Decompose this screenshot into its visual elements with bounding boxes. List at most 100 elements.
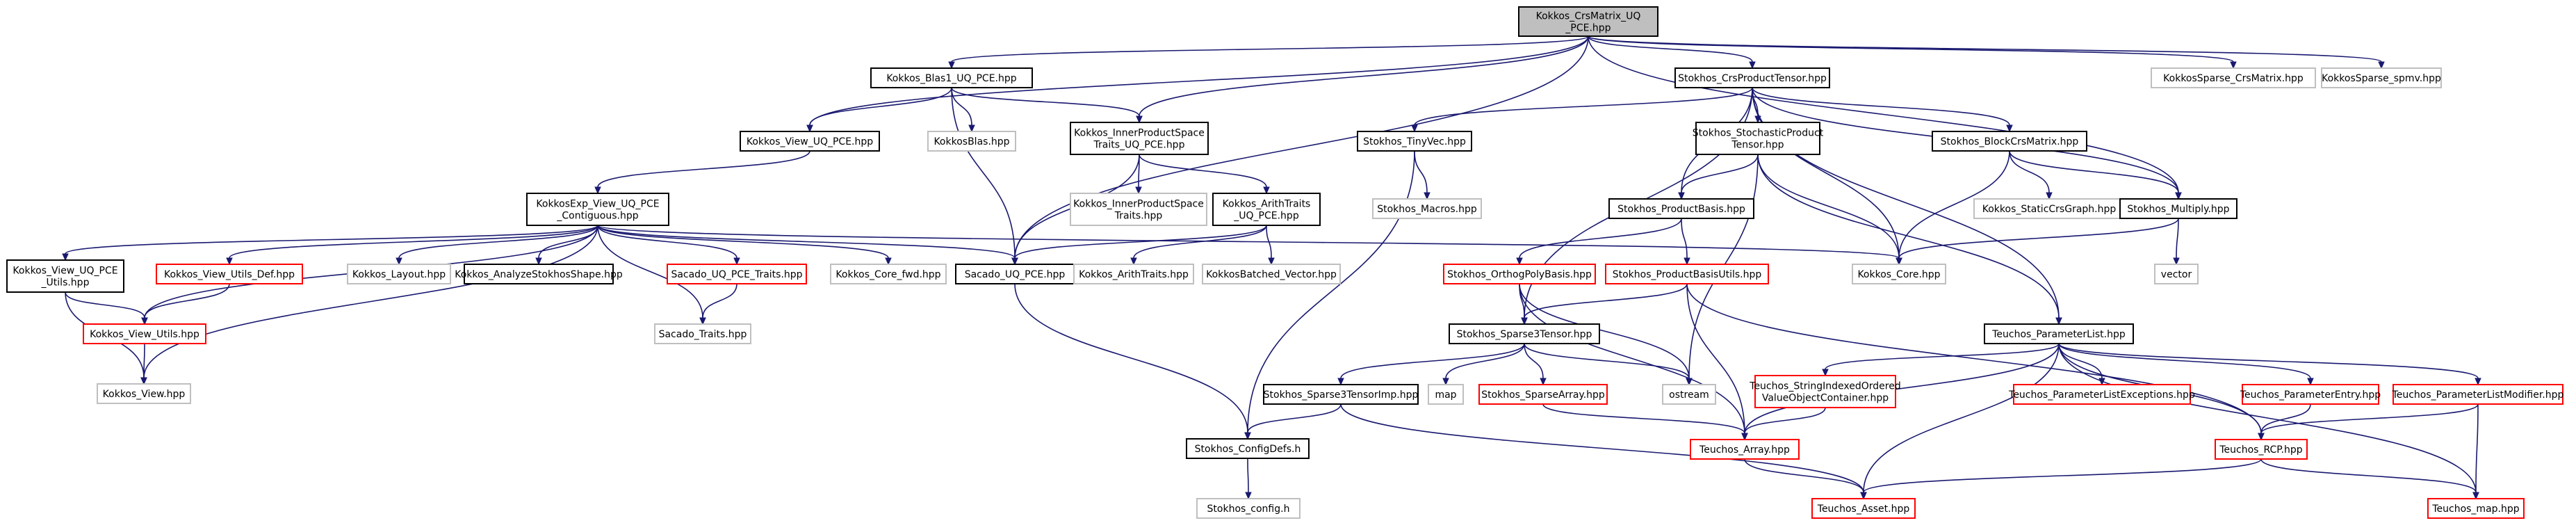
edge-rcp-to-tasset [1860,458,2262,500]
node-label: Stokhos_OrthogPolyBasis.hpp [1447,269,1592,280]
node-root[interactable]: Kokkos_CrsMatrix_UQ_PCE.hpp [1518,6,1658,37]
node-box [1428,384,1464,405]
node-stconfig[interactable]: Stokhos_config.h [1196,498,1301,519]
node-box [526,193,669,226]
node-exp-view[interactable]: KokkosExp_View_UQ_PCE_Contiguous.hpp [526,193,669,226]
dependency-nodes: Kokkos_CrsMatrix_UQ_PCE.hppKokkos_Blas1_… [6,6,2564,519]
node-view-utils[interactable]: Kokkos_View_Utils.hpp [83,323,206,344]
node-label: Kokkos_View_UQ_PCE.hpp [747,136,873,147]
node-kokkosblas[interactable]: KokkosBlas.hpp [927,131,1016,152]
node-box [1372,198,1482,219]
node-prodbasisutils[interactable]: Stokhos_ProductBasisUtils.hpp [1605,264,1769,284]
node-paramentry[interactable]: Teuchos_ParameterEntry.hpp [2240,384,2381,405]
edge-plmodifier-to-rcp [2258,403,2479,441]
node-box [1357,131,1472,152]
node-sacado-traits-uq[interactable]: Sacado_UQ_PCE_Traits.hpp [667,264,807,284]
node-blas1[interactable]: Kokkos_Blas1_UQ_PCE.hpp [870,67,1033,88]
node-plexcept[interactable]: Teuchos_ParameterListExceptions.hpp [2008,384,2195,405]
node-tinyvec[interactable]: Stokhos_TinyVec.hpp [1357,131,1472,152]
node-rcp[interactable]: Teuchos_RCP.hpp [2215,439,2308,460]
node-prodbasis[interactable]: Stokhos_ProductBasis.hpp [1608,198,1754,219]
node-view-utils-h[interactable]: Kokkos_View_UQ_PCE_Utils.hpp [6,259,124,293]
node-label: _Utils.hpp [41,277,90,289]
edge-root-to-ks-spmv [1588,35,2385,70]
node-label: Stokhos_BlockCrsMatrix.hpp [1941,136,2079,147]
node-box [1186,438,1310,459]
node-sparse3[interactable]: Stokhos_Sparse3Tensor.hpp [1449,323,1600,344]
edge-paramlist-to-strindexed [1822,343,2060,377]
edge-exp-view-to-view [140,225,598,385]
node-box [347,264,451,284]
node-macros[interactable]: Stokhos_Macros.hpp [1372,198,1482,219]
node-arith-uq[interactable]: Kokkos_ArithTraits_UQ_PCE.hpp [1212,193,1321,226]
node-multiply[interactable]: Stokhos_Multiply.hpp [2119,198,2237,219]
node-sparse3imp[interactable]: Stokhos_Sparse3TensorImp.hpp [1263,384,1419,405]
edge-crsprod-to-blockcrs [1752,87,2013,133]
node-label: Tensor.hpp [1731,140,1784,151]
node-box [1449,323,1600,344]
node-label: Teuchos_RCP.hpp [2219,444,2302,456]
node-strindexed[interactable]: Teuchos_StringIndexedOrderedValueObjectC… [1749,375,1901,408]
node-box [156,264,303,284]
edge-sparse3imp-to-configdefs [1244,403,1342,440]
edge-stoch-prod-to-paramlist [1757,154,2062,325]
node-box [2427,498,2525,519]
node-plmodifier[interactable]: Teuchos_ParameterListModifier.hpp [2392,384,2564,405]
node-label: Stokhos_CrsProductTensor.hpp [1678,73,1827,84]
node-ostream[interactable]: ostream [1662,384,1716,405]
node-tarray[interactable]: Teuchos_Array.hpp [1690,439,1800,460]
node-box [1518,6,1658,37]
node-core-fwd[interactable]: Kokkos_Core_fwd.hpp [830,264,947,284]
edge-view-utils-h-to-view-utils [65,291,148,325]
node-sacado-uq[interactable]: Sacado_UQ_PCE.hpp [955,264,1075,284]
node-core[interactable]: Kokkos_Core.hpp [1852,264,1946,284]
node-ks-crsmatrix[interactable]: KokkosSparse_CrsMatrix.hpp [2151,67,2316,88]
node-box [2151,67,2316,88]
node-map[interactable]: map [1428,384,1464,405]
node-box [667,264,807,284]
node-box [740,131,880,152]
node-box [1202,264,1341,284]
edge-exp-view-to-layout [396,225,598,266]
node-tasset[interactable]: Teuchos_Asset.hpp [1811,498,1916,519]
node-box [1443,264,1596,284]
edge-sparse3-to-sparsearray [1524,343,1547,386]
node-label: KokkosExp_View_UQ_PCE [536,199,659,210]
node-layout[interactable]: Kokkos_Layout.hpp [347,264,451,284]
node-analyze[interactable]: Kokkos_AnalyzeStokhosShape.hpp [455,264,623,284]
node-view-utils-def[interactable]: Kokkos_View_Utils_Def.hpp [156,264,303,284]
node-paramlist[interactable]: Teuchos_ParameterList.hpp [1984,323,2134,344]
node-box [1690,439,1800,460]
edge-tinyvec-to-macros [1414,150,1430,200]
node-sparsearray[interactable]: Stokhos_SparseArray.hpp [1478,384,1608,405]
node-sacado-traits[interactable]: Sacado_Traits.hpp [654,323,751,344]
edge-ips-traits-uq-to-arith-uq [1139,154,1270,195]
node-ks-spmv[interactable]: KokkosSparse_spmv.hpp [2321,67,2442,88]
node-label: _PCE.hpp [1565,23,1611,34]
node-crsprod[interactable]: Stokhos_CrsProductTensor.hpp [1674,67,1830,88]
node-label: Kokkos_ArithTraits.hpp [1079,269,1189,280]
edge-prodbasisutils-to-sparse3 [1521,283,1688,325]
node-view-uqpce[interactable]: Kokkos_View_UQ_PCE.hpp [740,131,880,152]
node-batched[interactable]: KokkosBatched_Vector.hpp [1202,264,1341,284]
edge-view-uqpce-to-exp-view [594,150,810,195]
edge-view-utils-to-view [140,343,147,385]
node-label: Sacado_Traits.hpp [659,329,747,340]
edge-blas1-to-view-uqpce [806,87,952,133]
node-box [2154,264,2199,284]
node-orthopoly[interactable]: Stokhos_OrthogPolyBasis.hpp [1443,264,1596,284]
edge-orthopoly-to-tarray [1519,283,1748,441]
node-blockcrs[interactable]: Stokhos_BlockCrsMatrix.hpp [1932,131,2087,152]
node-label: Kokkos_Blas1_UQ_PCE.hpp [886,73,1016,84]
node-label: Teuchos_Asset.hpp [1817,504,1910,515]
node-ips-traits-uq[interactable]: Kokkos_InnerProductSpaceTraits_UQ_PCE.hp… [1070,122,1209,155]
node-configdefs[interactable]: Stokhos_ConfigDefs.h [1186,438,1310,459]
node-vector[interactable]: vector [2154,264,2199,284]
edge-arith-uq-to-arithtraits [1130,225,1267,266]
node-tmap[interactable]: Teuchos_map.hpp [2427,498,2525,519]
node-view[interactable]: Kokkos_View.hpp [97,383,191,404]
node-arithtraits[interactable]: Kokkos_ArithTraits.hpp [1073,264,1194,284]
node-staticcrs[interactable]: Kokkos_StaticCrsGraph.hpp [1973,198,2125,219]
